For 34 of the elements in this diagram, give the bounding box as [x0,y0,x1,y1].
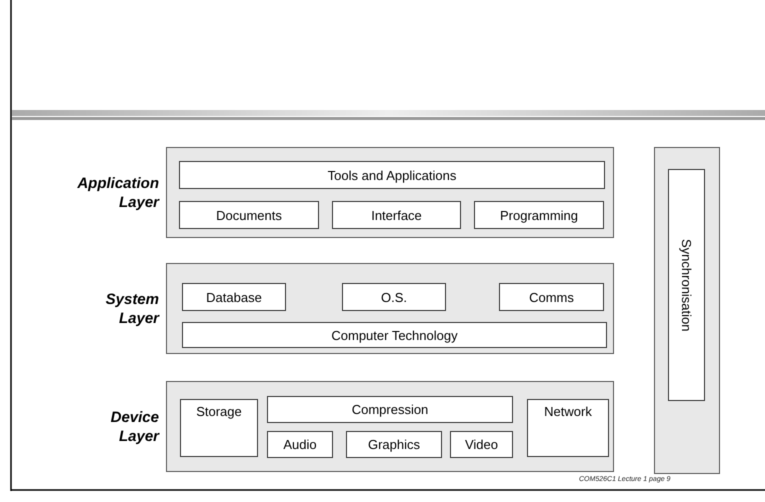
component-label: Comms [529,290,574,304]
component-label: O.S. [380,290,407,304]
component-label: Compression [352,402,428,417]
component-box [182,283,286,311]
side-panel [654,147,720,474]
component-box [332,201,461,229]
component-box [342,283,446,311]
component-label: Synchronisation [679,238,694,332]
component-label: Network [544,404,592,419]
component-box [179,201,319,229]
component-box [179,161,605,189]
component-label: Programming [500,208,578,222]
component-box [267,431,333,458]
component-bar [668,169,705,401]
component-label: Graphics [368,437,420,452]
component-box [474,201,604,229]
layer-heading: System Layer [104,290,159,328]
component-label: Database [206,290,262,304]
component-label: Documents [216,208,282,222]
component-box [499,283,604,311]
layer-heading: Device Layer [110,408,159,446]
component-label: Tools and Applications [328,168,456,182]
component-box [450,431,513,458]
component-box [346,431,442,458]
component-label: Interface [371,208,422,222]
component-box [182,322,607,348]
component-label: Storage [196,404,242,419]
component-label: Video [464,437,498,452]
component-label: Computer Technology [331,328,458,342]
component-box [527,399,609,457]
component-box [267,396,513,423]
component-box [180,399,258,457]
component-label: Audio [283,437,317,452]
layer-heading: Application Layer [76,174,159,212]
